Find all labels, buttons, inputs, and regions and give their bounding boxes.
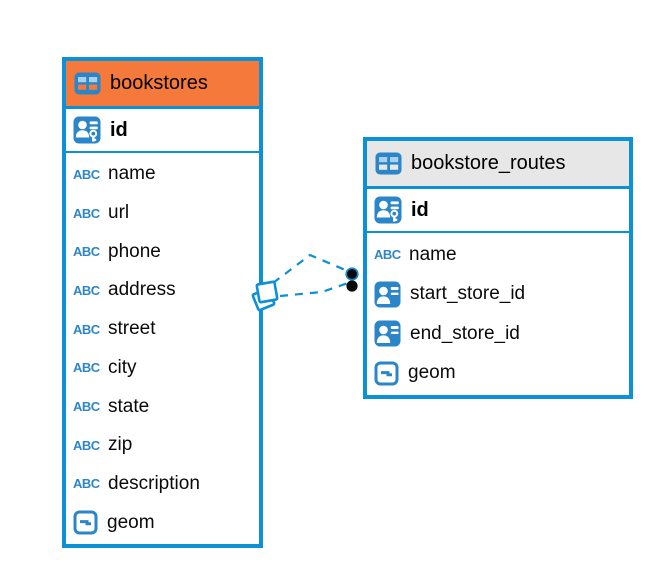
geometry-icon	[374, 361, 399, 386]
table-icon	[74, 72, 101, 95]
table-bookstore-routes[interactable]: bookstore_routes id ABC name	[363, 137, 633, 399]
column-row-street[interactable]: ABC street	[66, 310, 259, 349]
pk-row-id[interactable]: id	[66, 109, 259, 153]
table-icon	[375, 152, 402, 175]
text-abc-icon: ABC	[73, 205, 100, 221]
geometry-icon	[73, 510, 98, 535]
table-bookstores[interactable]: bookstores id ABC name	[62, 57, 263, 548]
column-name: description	[108, 472, 200, 494]
column-list: ABC name start_store_id	[367, 233, 629, 395]
column-name: url	[108, 202, 130, 224]
column-row-description[interactable]: ABC description	[66, 465, 259, 504]
column-row-city[interactable]: ABC city	[66, 349, 259, 388]
column-list: ABC name ABC url ABC phone ABC address A…	[66, 153, 259, 544]
column-row-geom[interactable]: geom	[66, 503, 259, 542]
column-name: street	[108, 318, 156, 340]
column-row-name[interactable]: ABC name	[367, 235, 629, 275]
column-name: state	[108, 395, 150, 417]
column-name: address	[108, 279, 176, 301]
column-row-url[interactable]: ABC url	[66, 194, 259, 233]
pk-column-name: id	[110, 118, 128, 141]
column-name: name	[108, 163, 156, 185]
column-row-start-store-id[interactable]: start_store_id	[367, 275, 629, 315]
text-abc-icon: ABC	[73, 321, 100, 337]
text-abc-icon: ABC	[73, 476, 100, 492]
text-abc-icon: ABC	[73, 437, 100, 453]
table-title: bookstores	[110, 72, 208, 94]
column-name: name	[409, 243, 457, 265]
pk-row-id[interactable]: id	[367, 189, 629, 233]
column-row-name[interactable]: ABC name	[66, 155, 259, 194]
column-name: phone	[108, 240, 161, 262]
text-abc-icon: ABC	[73, 360, 100, 376]
relation-line-2[interactable]	[279, 281, 349, 298]
relation-line-1[interactable]	[272, 253, 351, 284]
column-row-end-store-id[interactable]: end_store_id	[367, 314, 629, 354]
text-abc-icon: ABC	[73, 244, 100, 260]
foreign-key-icon	[374, 320, 401, 347]
column-name: end_store_id	[410, 322, 520, 344]
primary-key-icon	[374, 196, 402, 224]
column-name: city	[108, 356, 137, 378]
text-abc-icon: ABC	[73, 399, 100, 415]
column-name: start_store_id	[410, 283, 526, 305]
pk-column-name: id	[411, 198, 429, 221]
column-row-state[interactable]: ABC state	[66, 387, 259, 426]
text-abc-icon: ABC	[73, 282, 100, 298]
column-name: zip	[108, 434, 133, 456]
column-row-zip[interactable]: ABC zip	[66, 426, 259, 465]
text-abc-icon: ABC	[73, 166, 100, 182]
column-name: geom	[107, 511, 155, 533]
column-row-geom[interactable]: geom	[367, 354, 629, 394]
column-row-phone[interactable]: ABC phone	[66, 232, 259, 271]
column-name: geom	[408, 362, 456, 384]
text-abc-icon: ABC	[374, 247, 401, 263]
primary-key-icon	[73, 116, 101, 144]
relation-dot-markers[interactable]	[345, 267, 359, 292]
table-bookstore-routes-header[interactable]: bookstore_routes	[367, 141, 629, 189]
table-bookstores-header[interactable]: bookstores	[66, 61, 259, 109]
foreign-key-icon	[374, 281, 401, 308]
table-title: bookstore_routes	[411, 152, 566, 174]
column-row-address[interactable]: ABC address	[66, 271, 259, 310]
